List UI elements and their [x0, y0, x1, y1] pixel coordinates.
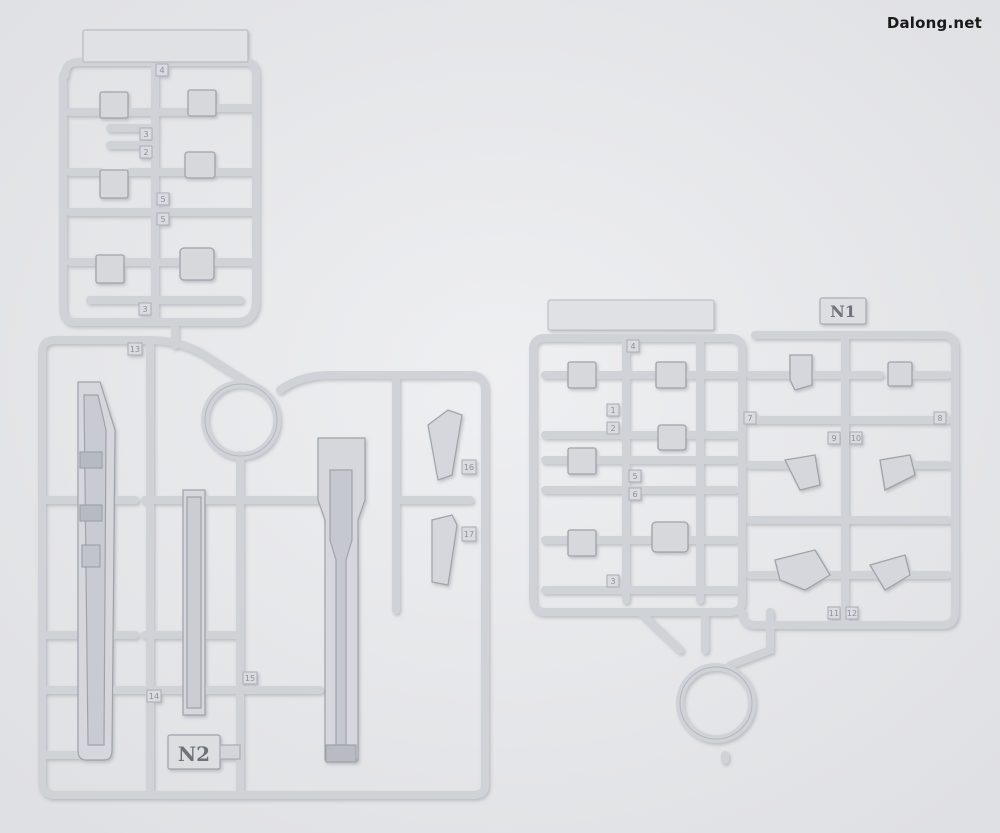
runner-code-n1: N1	[830, 302, 856, 321]
n2-part-label: 14	[149, 692, 159, 701]
n2-part-label: 3	[142, 305, 147, 314]
n1-part-label: 4	[630, 342, 635, 351]
n2-part-label: 15	[245, 674, 255, 683]
n1-part-label: 6	[632, 490, 637, 499]
watermark: Dalong.net	[886, 14, 982, 32]
n2-part-label: 5	[160, 215, 165, 224]
n1-part-label: 1	[610, 406, 615, 415]
n2-part-label: 5	[160, 195, 165, 204]
n1-part-label: 11	[829, 609, 839, 618]
n1-part-label: 10	[851, 434, 861, 443]
n2-part-label: 2	[143, 148, 148, 157]
n1-part-label: 5	[632, 472, 637, 481]
n1-part-label: 2	[610, 424, 615, 433]
n1-part-label: 3	[610, 577, 615, 586]
n1-part-label: 8	[937, 414, 942, 423]
n1-part-label: 7	[747, 414, 752, 423]
runner-code-n2: N2	[178, 742, 210, 766]
n2-part-label: 4	[159, 66, 164, 75]
n2-part-label: 13	[130, 345, 140, 354]
n1-part-label: 12	[847, 609, 857, 618]
runner-n1	[529, 297, 959, 764]
n1-part-label: 9	[831, 434, 836, 443]
runner-n2	[38, 29, 489, 799]
n2-part-label: 3	[143, 130, 148, 139]
n2-part-label: 17	[464, 530, 474, 539]
n2-part-label: 16	[464, 463, 474, 472]
